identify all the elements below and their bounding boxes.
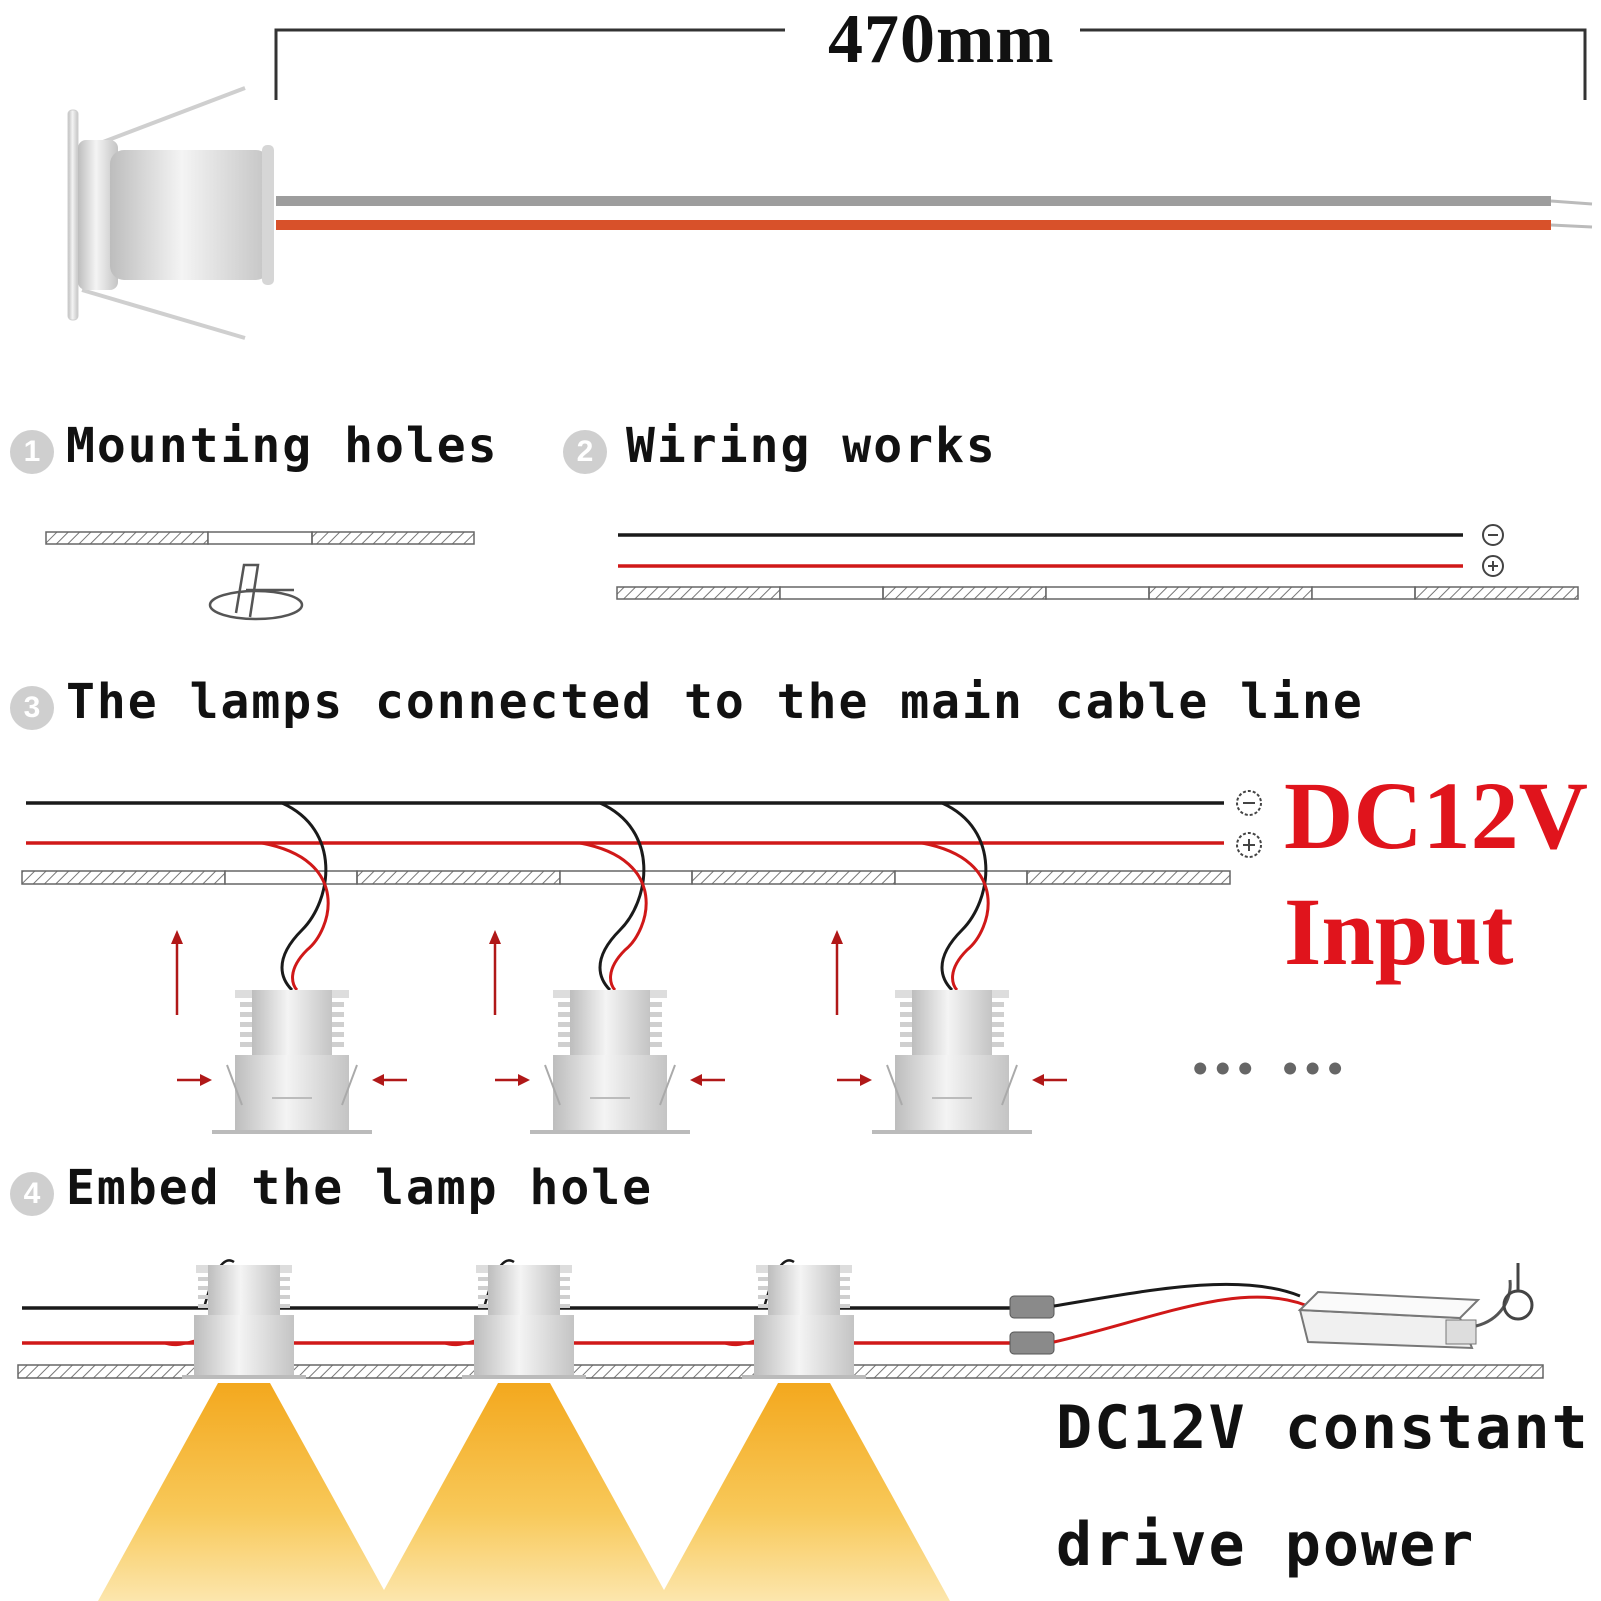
lamp-assembly	[489, 801, 725, 1134]
arrow-up-icon	[489, 930, 501, 1015]
driver-label-line2: drive power	[1056, 1510, 1476, 1580]
step-1-badge: 1	[10, 430, 54, 474]
lamp-assemblies	[171, 801, 1067, 1134]
arrow-right-icon	[177, 1074, 212, 1086]
arrow-left-icon	[372, 1074, 407, 1086]
step-2-label: Wiring works	[626, 418, 997, 474]
arrow-up-icon	[831, 930, 843, 1015]
product-lamp-illustration	[67, 86, 274, 340]
main-cable-lines	[26, 790, 1262, 858]
driver-label-line1: DC12V constant	[1056, 1393, 1590, 1463]
embedded-lamp	[723, 1259, 866, 1379]
cable-connectors	[1009, 1282, 1306, 1355]
lamp-assembly	[831, 801, 1067, 1134]
led-driver-power-supply	[1297, 1263, 1534, 1350]
ceiling-panel-with-hole	[45, 531, 475, 545]
dc12v-input-line2: Input	[1284, 878, 1514, 985]
arrow-left-icon	[1032, 1074, 1067, 1086]
arrow-up-icon	[171, 930, 183, 1015]
dimension-line	[274, 28, 1587, 100]
step-4-badge: 4	[10, 1172, 54, 1216]
step-3-label: The lamps connected to the main cable li…	[66, 674, 1364, 730]
arrow-right-icon	[837, 1074, 872, 1086]
step-3-badge: 3	[10, 686, 54, 730]
continuation-dots: ••• •••	[1190, 1050, 1348, 1090]
arrow-left-icon	[690, 1074, 725, 1086]
embedded-lamps	[163, 1259, 866, 1379]
arrow-right-icon	[495, 1074, 530, 1086]
hole-saw-icon	[208, 563, 304, 621]
ceiling-panel-step3	[21, 870, 1231, 885]
step-1-label: Mounting holes	[66, 418, 499, 474]
embedded-lamp	[163, 1259, 306, 1379]
step-2-badge: 2	[563, 430, 607, 474]
dimension-label: 470mm	[828, 1, 1055, 78]
embedded-lamp	[443, 1259, 586, 1379]
dc12v-input-line1: DC12V	[1284, 762, 1588, 869]
light-beams	[98, 1383, 950, 1601]
step-4-label: Embed the lamp hole	[66, 1160, 654, 1216]
wiring-diagram	[616, 524, 1579, 600]
lamp-assembly	[171, 801, 407, 1134]
product-lead-wires	[276, 196, 1593, 230]
